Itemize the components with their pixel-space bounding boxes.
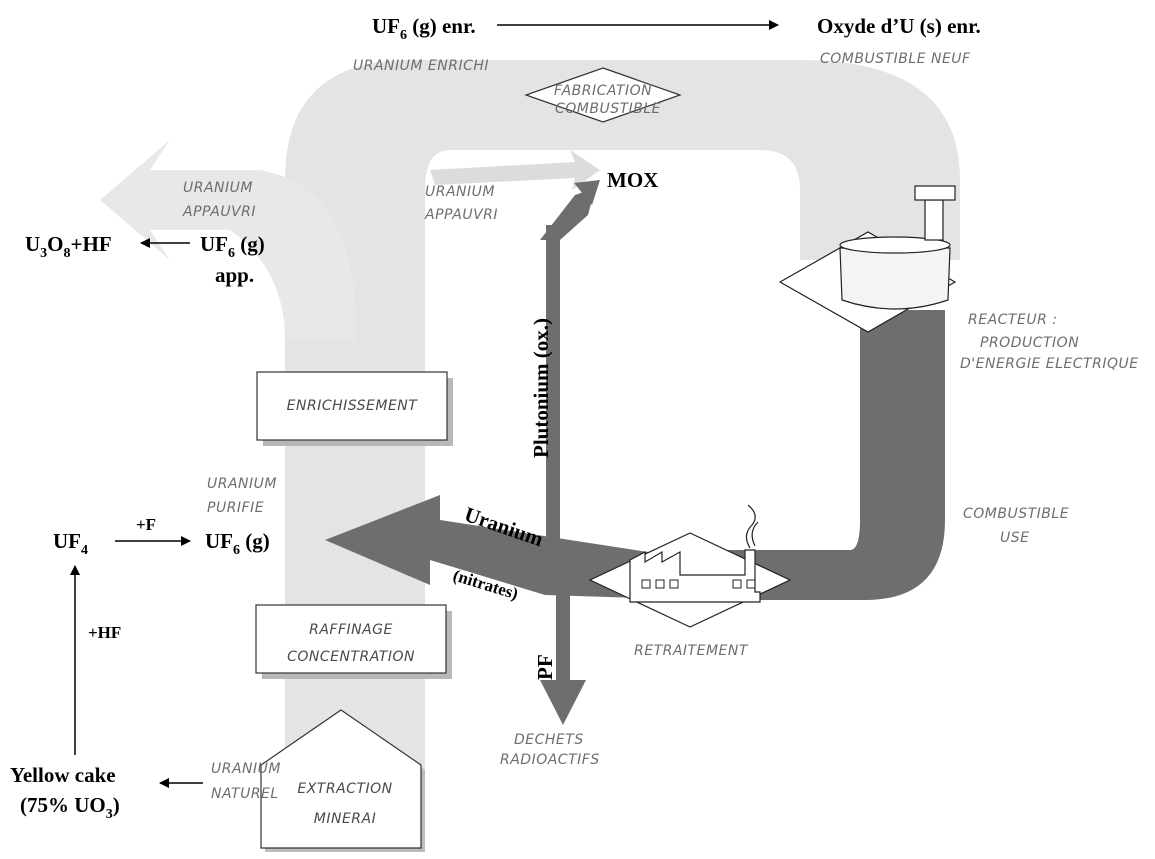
plus-hf-label: +HF	[88, 623, 121, 642]
raffinage-label-1: RAFFINAGE	[309, 622, 393, 638]
uranium-purifie-label-1: URANIUM	[207, 476, 277, 492]
uf6g-label: UF6 (g)	[205, 529, 270, 558]
uranium-naturel-label-1: URANIUM	[211, 761, 281, 777]
extraction-step: EXTRACTION MINERAI	[260, 709, 425, 852]
uf6-app-label: UF6 (g)	[200, 232, 265, 261]
u3o8-label: U3O8+HF	[25, 232, 112, 261]
uf4-label: UF4	[53, 529, 88, 558]
depleted-conversion: U3O8+HF UF6 (g) app.	[25, 232, 265, 287]
purification-conversion: UF4 +F UF6 (g) +HF	[53, 515, 270, 755]
plus-f-label: +F	[136, 515, 156, 534]
uf6-app-app-label: app.	[215, 263, 254, 287]
top-conversion: UF6 (g) enr. Oxyde d’U (s) enr.	[372, 14, 981, 43]
reactor-icon	[778, 185, 957, 333]
dechets-label-1: DECHETS	[514, 732, 584, 748]
uranium-purifie-label-2: PURIFIE	[207, 500, 264, 516]
uf6-enr-label: UF6 (g) enr.	[372, 14, 476, 43]
reacteur-label-1: REACTEUR :	[968, 312, 1057, 328]
enrichissement-step: ENRICHISSEMENT	[256, 371, 453, 446]
uranium-appauvri-label-2: APPAUVRI	[182, 204, 256, 220]
retraitement-label: RETRAITEMENT	[634, 643, 749, 659]
extraction-label-2: MINERAI	[314, 811, 376, 827]
uranium-appauvri-b-label-2: APPAUVRI	[424, 207, 498, 223]
reacteur-label-3: D'ENERGIE ELECTRIQUE	[960, 356, 1139, 372]
raffinage-label-2: CONCENTRATION	[287, 649, 415, 665]
extraction-label-1: EXTRACTION	[297, 781, 392, 797]
yellow-cake-composition: (75% UO3)	[20, 793, 120, 822]
uranium-naturel-label-2: NATUREL	[211, 786, 279, 802]
fabrication-label-1: FABRICATION	[554, 83, 652, 99]
yellow-cake-label: Yellow cake	[10, 763, 116, 787]
combustible-use-label-2: USE	[1000, 530, 1029, 546]
mox-label: MOX	[607, 168, 658, 192]
enrichissement-label: ENRICHISSEMENT	[287, 398, 419, 414]
uranium-enrichi-label: URANIUM ENRICHI	[353, 58, 489, 74]
uranium-appauvri-b-label-1: URANIUM	[425, 184, 495, 200]
pf-label: PF	[533, 654, 557, 680]
fabrication-step: FABRICATION COMBUSTIBLE	[524, 67, 682, 123]
dechets-label-2: RADIOACTIFS	[500, 752, 600, 768]
combustible-neuf-label: COMBUSTIBLE NEUF	[820, 51, 971, 67]
combustible-use-label-1: COMBUSTIBLE	[963, 506, 1069, 522]
retraitement-step	[588, 504, 792, 628]
reacteur-label-2: PRODUCTION	[980, 335, 1079, 351]
flow-labels: URANIUM ENRICHI COMBUSTIBLE NEUF URANIUM…	[182, 51, 1139, 802]
oxyde-label: Oxyde d’U (s) enr.	[817, 14, 981, 38]
uranium-appauvri-label-1: URANIUM	[183, 180, 253, 196]
fabrication-label-2: COMBUSTIBLE	[555, 101, 661, 117]
plutonium-label: Plutonium (ox.)	[529, 318, 553, 458]
yellow-cake-group: Yellow cake (75% UO3)	[10, 763, 203, 822]
raffinage-step: RAFFINAGE CONCENTRATION	[255, 604, 452, 679]
